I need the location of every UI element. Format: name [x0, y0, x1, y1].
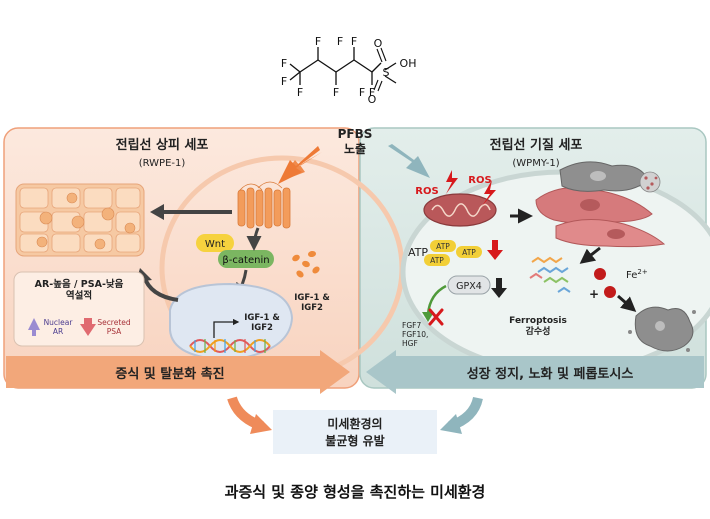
stromal-cells — [535, 161, 666, 248]
right-panel-subtitle: (WPMY-1) — [512, 158, 559, 169]
wnt-label: Wnt — [205, 239, 225, 250]
dna-helix — [189, 339, 271, 353]
arrow-head — [250, 414, 272, 434]
atp-chip — [424, 254, 450, 266]
gpx4-label: GPX4 — [456, 281, 482, 292]
atom-f: F — [351, 35, 357, 48]
igf-nucleus-label: IGF-1 &IGF2 — [244, 313, 280, 333]
atom-f: F — [281, 75, 287, 88]
atom-oh: OH — [400, 57, 417, 70]
right-panel-title: 전립선 기질 세포 — [490, 137, 583, 153]
atom-f: F — [333, 86, 339, 99]
ar-psa-box — [13, 271, 145, 347]
arrow-to-lipid — [579, 246, 601, 264]
atp-decrease-icon — [487, 240, 503, 260]
left-banner-text: 증식 및 탈분화 촉진 — [115, 366, 224, 382]
nuclear-ar-up-icon — [28, 318, 40, 336]
molecule-atoms: F F F F F F F F F S O O OH — [281, 35, 417, 106]
fe-label: Fe2+ — [626, 268, 648, 281]
ros-lightning-icon — [446, 170, 458, 194]
imbalance-box — [273, 410, 437, 454]
right-banner-arrow — [366, 350, 704, 394]
arrow-to-dead-cell — [617, 294, 637, 312]
atp-chip-label: ATP — [430, 256, 444, 265]
atom-o: O — [368, 93, 377, 106]
atp-chip-label: ATP — [436, 242, 450, 251]
igf-right-label: IGF-1 &IGF2 — [294, 293, 330, 313]
gpx4-decrease-icon — [491, 278, 507, 298]
membrane-receptor — [237, 181, 291, 229]
secreted-psa-down-icon — [80, 318, 96, 336]
exposure-arrow-left — [278, 146, 322, 184]
imbalance-line1: 미세환경의 — [327, 416, 382, 431]
ros-label-1: ROS — [415, 186, 438, 197]
arrow-head — [150, 204, 164, 220]
figure-caption: 과증식 및 종양 형성을 촉진하는 미세환경 — [225, 483, 486, 501]
wnt-chip — [196, 234, 234, 252]
exposure-label: 노출 — [344, 141, 366, 156]
atp-chip — [456, 246, 482, 258]
pfbs-label: PFBS — [338, 127, 373, 141]
epithelial-cell-cluster — [15, 183, 145, 257]
blocked-x-icon — [428, 308, 444, 326]
beta-catenin-chip — [218, 250, 274, 268]
beta-catenin-label: β-catenin — [222, 255, 269, 266]
arrow-head — [440, 414, 462, 434]
imbalance-line2: 불균형 유발 — [325, 433, 384, 448]
fe-ion-icon — [604, 286, 616, 298]
gpx4-chip — [447, 275, 491, 295]
atom-f: F — [369, 86, 375, 99]
atom-f: F — [281, 57, 287, 70]
atom-f: F — [359, 86, 365, 99]
left-panel-title: 전립선 상피 세포 — [116, 137, 209, 153]
lipid-molecules — [529, 256, 571, 293]
pfbs-molecule — [289, 47, 397, 92]
atom-f: F — [315, 35, 321, 48]
atom-f: F — [297, 86, 303, 99]
gpx4-to-fgf-arrow — [426, 284, 447, 315]
left-banner-arrow — [6, 350, 350, 394]
atom-f: F — [337, 35, 343, 48]
atom-o: O — [374, 37, 383, 50]
ferroptotic-cell — [628, 306, 696, 352]
atp-chip-label: ATP — [462, 248, 476, 257]
ros-label-2: ROS — [468, 175, 491, 186]
transcription-arrow — [213, 318, 240, 338]
ros-lightning-icon — [482, 180, 496, 206]
exposure-arrow-right — [388, 144, 430, 178]
right-banner-text: 성장 정지, 노화 및 페롭토시스 — [467, 366, 634, 382]
atp-chip — [430, 240, 456, 252]
arrow-head — [422, 312, 434, 322]
arrow-receptor-to-catenin — [246, 227, 262, 251]
igf-particles — [292, 250, 320, 278]
atp-label: ATP — [408, 246, 428, 259]
mitochondrion — [423, 193, 497, 227]
fe-ion-icon — [594, 268, 606, 280]
left-panel-subtitle: (RWPE-1) — [139, 158, 186, 169]
atom-s: S — [383, 66, 390, 79]
plus-sign: + — [589, 287, 599, 301]
